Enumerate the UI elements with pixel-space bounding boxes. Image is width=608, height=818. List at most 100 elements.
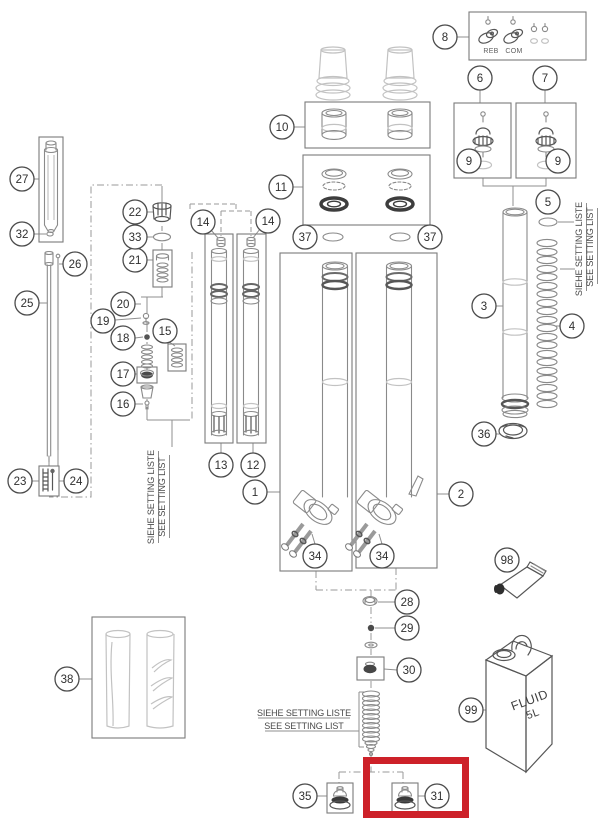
callout-2[interactable]: 2 [448, 481, 474, 507]
box-fork-leg-1 [279, 252, 353, 572]
grease-tube-98 [494, 561, 547, 599]
box-cap-6 [453, 102, 512, 179]
fork-guards-38 [105, 629, 175, 729]
box-cartridge-13 [204, 233, 234, 444]
spring-bottom [361, 690, 381, 757]
callout-34a[interactable]: 34 [302, 543, 328, 569]
box-part-21 [152, 249, 173, 288]
svg-text:16: 16 [117, 399, 130, 411]
svg-text:SEE SETTING LIST: SEE SETTING LIST [157, 457, 167, 537]
callout-33[interactable]: 33 [122, 224, 148, 250]
callout-10[interactable]: 10 [269, 114, 295, 140]
callout-14a[interactable]: 14 [190, 209, 216, 235]
callout-1[interactable]: 1 [242, 479, 268, 505]
box-guards-38 [91, 616, 186, 739]
callout-7[interactable]: 7 [532, 65, 558, 91]
bushing-kit-10 [321, 108, 413, 141]
o-ring-33 [152, 232, 172, 242]
callout-8[interactable]: 8 [432, 24, 458, 50]
svg-text:35: 35 [299, 791, 312, 803]
callout-25[interactable]: 25 [14, 290, 40, 316]
outer-tube-3 [500, 207, 530, 419]
callout-31[interactable]: 31 [424, 783, 450, 809]
callout-18[interactable]: 18 [110, 325, 136, 351]
box-bushings-10 [304, 101, 431, 149]
svg-text:22: 22 [129, 207, 142, 219]
callout-24[interactable]: 24 [63, 468, 89, 494]
svg-text:37: 37 [299, 232, 312, 244]
box-seals-11 [302, 154, 431, 226]
callout-19[interactable]: 19 [90, 308, 116, 334]
svg-text:SEE SETTING LIST: SEE SETTING LIST [585, 207, 595, 287]
callout-4[interactable]: 4 [559, 313, 585, 339]
callout-15[interactable]: 15 [152, 318, 178, 344]
callout-99[interactable]: 99 [458, 697, 484, 723]
fluid-size-label: 5L [525, 706, 542, 722]
box-part-17 [136, 366, 158, 384]
svg-text:32: 32 [16, 229, 29, 241]
svg-text:SIEHE SETTING LISTE: SIEHE SETTING LISTE [146, 450, 156, 544]
callout-5[interactable]: 5 [535, 189, 561, 215]
callout-30[interactable]: 30 [396, 657, 422, 683]
callout-12[interactable]: 12 [240, 452, 266, 478]
rebound-stack-19-16 [139, 312, 155, 410]
svg-text:10: 10 [276, 122, 289, 134]
callout-14b[interactable]: 14 [255, 208, 281, 234]
ball-29 [367, 624, 375, 632]
callout-21[interactable]: 21 [122, 247, 148, 273]
callout-11[interactable]: 11 [268, 174, 294, 200]
bump-stop-31 [394, 786, 416, 810]
callout-23[interactable]: 23 [7, 468, 33, 494]
callout-34b[interactable]: 34 [369, 543, 395, 569]
callout-20[interactable]: 20 [110, 291, 136, 317]
callout-35[interactable]: 35 [292, 783, 318, 809]
bump-stop-35 [329, 786, 351, 810]
callout-98[interactable]: 98 [494, 547, 520, 573]
svg-text:99: 99 [465, 705, 478, 717]
ring-nut-36 [498, 422, 528, 440]
callout-28[interactable]: 28 [394, 589, 420, 615]
callout-36[interactable]: 36 [471, 421, 497, 447]
svg-text:38: 38 [61, 674, 74, 686]
svg-text:5: 5 [545, 197, 551, 209]
callout-38[interactable]: 38 [54, 666, 80, 692]
callout-13[interactable]: 13 [208, 452, 234, 478]
screw-32 [46, 231, 54, 237]
box-cap-7 [515, 102, 577, 179]
callout-9b[interactable]: 9 [545, 148, 571, 174]
svg-text:6: 6 [477, 73, 483, 85]
callout-9a[interactable]: 9 [456, 148, 482, 174]
washer [364, 641, 378, 649]
svg-text:SIEHE SETTING LISTE: SIEHE SETTING LISTE [257, 708, 351, 718]
leader-lines [32, 36, 598, 797]
callout-17[interactable]: 17 [110, 361, 136, 387]
box-part-30 [356, 656, 385, 681]
setting-note-right: SIEHE SETTING LISTE SEE SETTING LIST [574, 202, 595, 296]
highlight-rectangle [363, 757, 469, 818]
svg-text:8: 8 [442, 32, 448, 44]
callout-3[interactable]: 3 [471, 293, 497, 319]
svg-text:11: 11 [275, 182, 287, 194]
callout-29[interactable]: 29 [394, 615, 420, 641]
svg-text:15: 15 [159, 326, 172, 338]
callout-37a[interactable]: 37 [292, 224, 318, 250]
callout-6[interactable]: 6 [467, 65, 493, 91]
callout-32[interactable]: 32 [9, 221, 35, 247]
callout-26[interactable]: 26 [62, 251, 88, 277]
callout-37b[interactable]: 37 [417, 224, 443, 250]
svg-text:12: 12 [247, 460, 260, 472]
svg-text:36: 36 [478, 429, 491, 441]
axle-lever [408, 475, 424, 497]
svg-text:26: 26 [69, 259, 82, 271]
callout-16[interactable]: 16 [110, 391, 136, 417]
box-fork-leg-2 [355, 252, 438, 569]
callout-22[interactable]: 22 [122, 199, 148, 225]
svg-text:98: 98 [501, 555, 514, 567]
svg-text:31: 31 [431, 791, 444, 803]
callout-27[interactable]: 27 [9, 166, 35, 192]
seal-kit-11 [319, 167, 415, 212]
box-adjusters-8 [468, 11, 587, 61]
svg-text:9: 9 [555, 156, 561, 168]
fork-leg-left-1 [278, 260, 350, 561]
